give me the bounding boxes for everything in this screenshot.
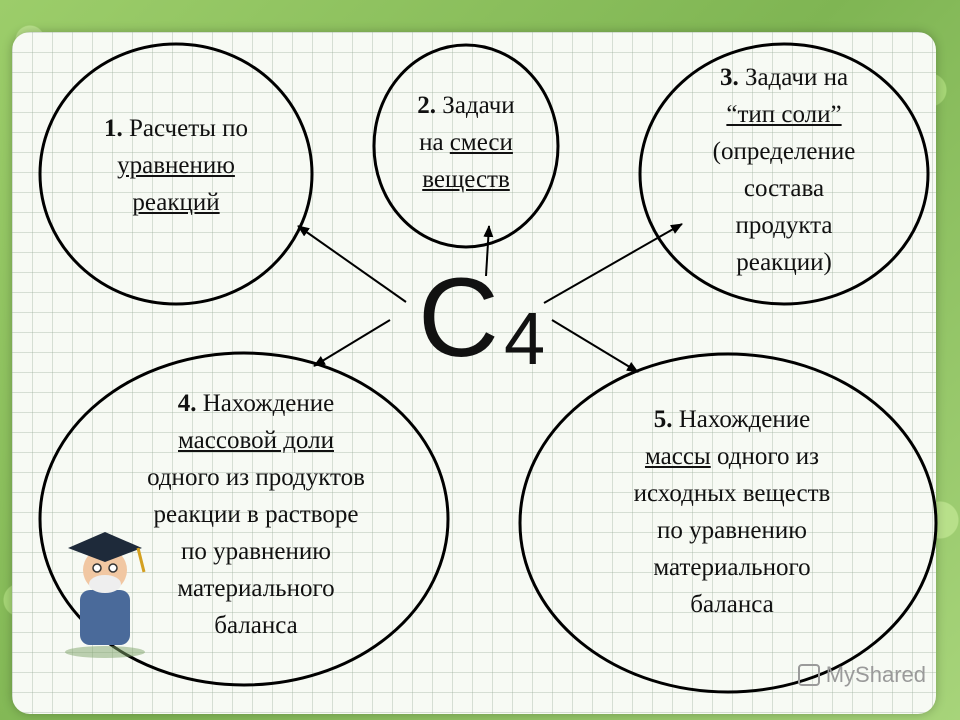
node-text-run: Нахождение bbox=[672, 406, 811, 433]
node-text-run: Задачи bbox=[436, 91, 515, 119]
underlined-term: массовой доли bbox=[178, 426, 334, 454]
center-letter: C bbox=[418, 255, 499, 380]
node-3-ellipse bbox=[638, 42, 930, 306]
node-3-line: 3. Задачи на bbox=[720, 59, 848, 96]
node-5-line: 5. Нахождение bbox=[654, 401, 811, 438]
node-text-run: одного из продуктов bbox=[147, 463, 365, 491]
node-text-run: одного из bbox=[710, 443, 819, 470]
grid-paper bbox=[12, 32, 936, 714]
node-text-run: на bbox=[419, 128, 450, 156]
node-text-run: по уравнению bbox=[181, 537, 331, 565]
node-4-line: 4. Нахождение bbox=[178, 385, 335, 422]
watermark-logo-icon bbox=[797, 664, 820, 686]
node-4-ellipse bbox=[38, 351, 450, 687]
node-text-run: баланса bbox=[690, 591, 774, 618]
node-1-line: 1. Расчеты по bbox=[104, 110, 248, 147]
node-2-line: веществ bbox=[422, 161, 510, 198]
node-text-run: (определение bbox=[712, 138, 856, 165]
node-text-run: материального bbox=[177, 574, 335, 602]
node-5-line: баланса bbox=[690, 586, 773, 623]
node-3-line: “тип соли” bbox=[726, 96, 841, 133]
node-4-text: 4. Нахождение массовой доли одного из прод… bbox=[40, 353, 448, 685]
professor-illustration bbox=[65, 532, 146, 658]
node-text-run: состава bbox=[743, 175, 825, 202]
arrow-to-node-3 bbox=[543, 223, 683, 304]
item-number: 1. bbox=[103, 114, 123, 142]
item-number: 3. bbox=[719, 64, 739, 91]
node-4-line: массовой доли bbox=[178, 422, 334, 459]
node-3-line: состава bbox=[744, 170, 824, 207]
node-3-line: продукта bbox=[735, 207, 832, 244]
node-text-run: реакции в растворе bbox=[153, 500, 359, 528]
node-text-run: Нахождение bbox=[196, 389, 335, 417]
watermark-text: MyShared bbox=[825, 662, 926, 687]
arrow-to-node-5 bbox=[551, 319, 639, 373]
node-5-ellipse bbox=[518, 352, 938, 694]
item-number: 4. bbox=[177, 389, 197, 417]
arrow-to-node-4 bbox=[313, 319, 391, 367]
node-1-line: реакций bbox=[132, 184, 219, 221]
node-4-line: материального bbox=[177, 570, 334, 607]
node-5-line: материального bbox=[653, 549, 810, 586]
node-3-line: реакции) bbox=[736, 244, 832, 281]
underlined-term: массы bbox=[644, 443, 711, 470]
node-text-run: Задачи на bbox=[738, 64, 849, 91]
underlined-term: веществ bbox=[422, 165, 510, 193]
underlined-term: уравнению bbox=[117, 151, 235, 179]
underlined-term: “тип соли” bbox=[726, 101, 842, 128]
watermark: MyShared bbox=[797, 662, 926, 688]
node-2-ellipse bbox=[372, 43, 560, 249]
center-label: C 4 bbox=[418, 262, 568, 412]
node-4-line: по уравнению bbox=[181, 533, 331, 570]
node-1-line: уравнению bbox=[117, 147, 235, 184]
node-text-run: Расчеты по bbox=[122, 114, 249, 142]
arrow-to-node-2 bbox=[483, 225, 494, 277]
node-text-run: по уравнению bbox=[657, 517, 807, 544]
item-number: 2. bbox=[417, 91, 437, 119]
node-3-text: 3. Задачи на “тип соли” (определение состав… bbox=[640, 44, 928, 304]
node-2-line: 2. Задачи bbox=[417, 87, 514, 124]
node-text-run: реакции) bbox=[736, 249, 832, 276]
node-text-run: продукта bbox=[735, 212, 833, 239]
node-5-line: по уравнению bbox=[657, 512, 807, 549]
node-5-line: исходных веществ bbox=[634, 475, 831, 512]
item-number: 5. bbox=[653, 406, 673, 433]
node-4-line: баланса bbox=[214, 607, 297, 644]
node-4-line: реакции в растворе bbox=[154, 496, 359, 533]
node-3-line: (определение bbox=[713, 133, 856, 170]
node-text-run: материального bbox=[653, 554, 811, 581]
node-5-line: массы одного из bbox=[645, 438, 819, 475]
node-text-run: исходных веществ bbox=[633, 480, 831, 507]
underlined-term: смеси bbox=[449, 128, 513, 156]
node-1-text: 1. Расчеты по уравнению реакций bbox=[40, 44, 312, 304]
underlined-term: реакций bbox=[132, 188, 220, 216]
node-2-line: на смеси bbox=[419, 124, 513, 161]
center-subscript: 4 bbox=[504, 297, 546, 380]
node-1-ellipse bbox=[38, 42, 314, 306]
arrow-to-node-1 bbox=[297, 225, 407, 303]
node-4-line: одного из продуктов bbox=[147, 459, 365, 496]
node-text-run: баланса bbox=[214, 611, 298, 639]
